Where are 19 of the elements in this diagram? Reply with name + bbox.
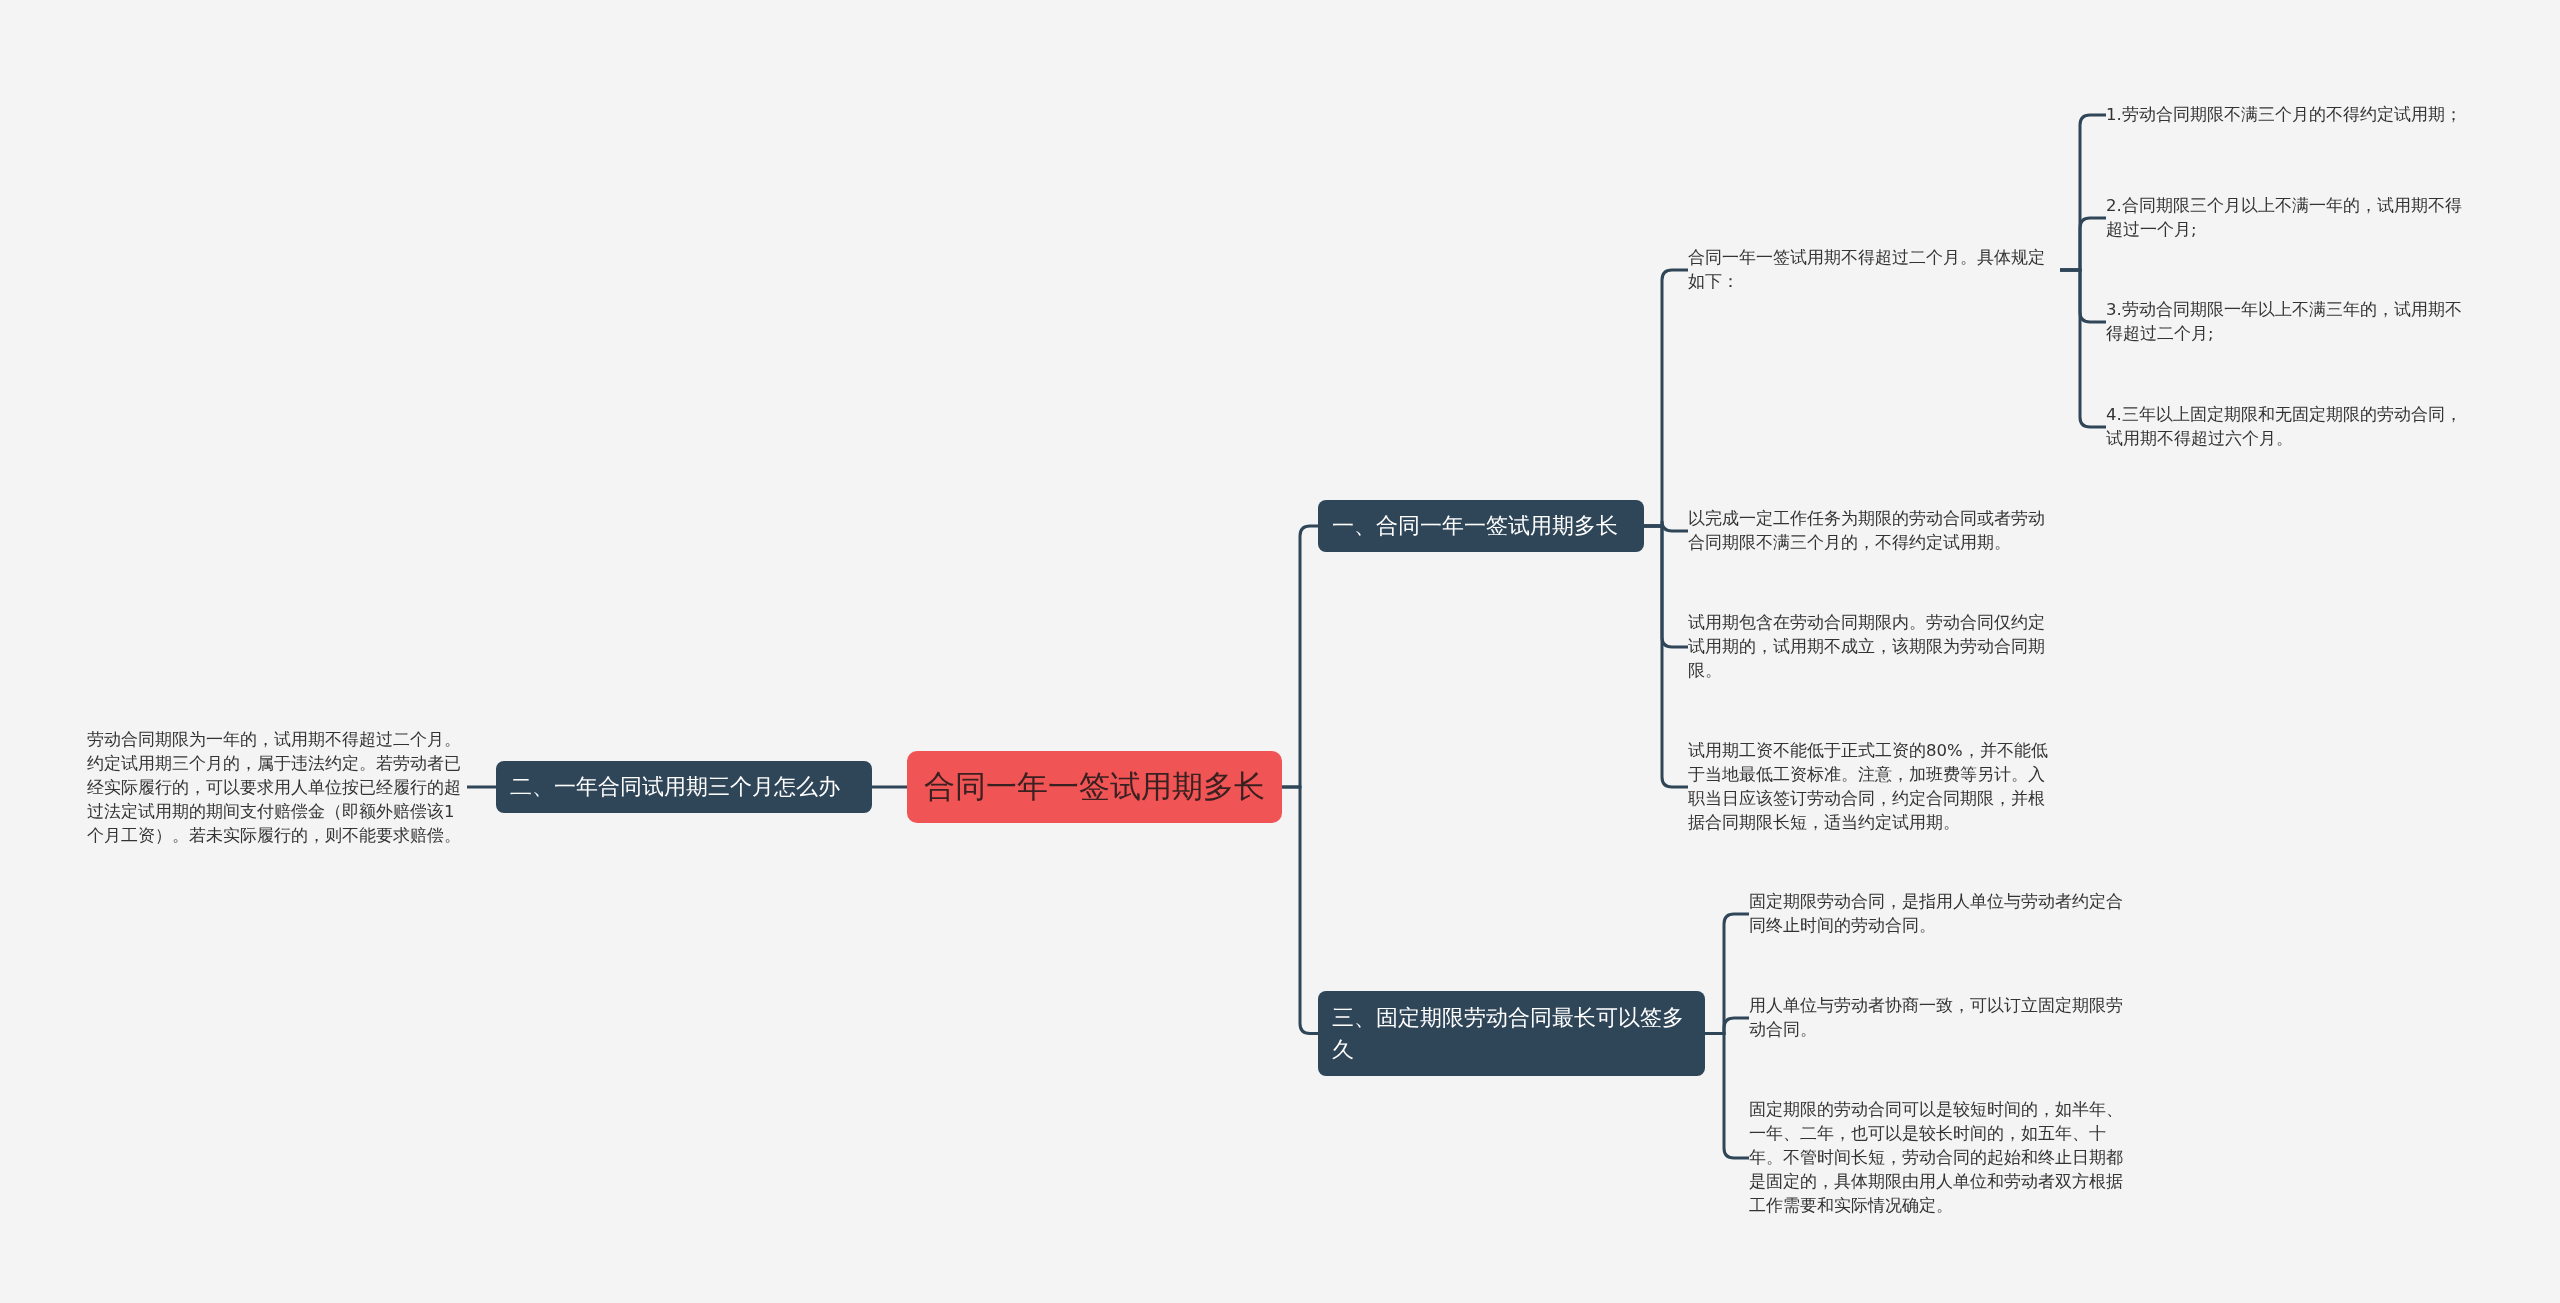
topic-text: 试用期工资不能低于正式工资的80%，并不能低于当地最低工资标准。注意，加班费等另计。入职当日应该签订劳动合同，约定合同期限，并根据合同期限长短，适当约定试用期。 <box>1688 737 2060 837</box>
connector-line <box>467 785 496 789</box>
topic-box: 三、固定期限劳动合同最长可以签多久 <box>1318 991 1705 1076</box>
topic-text: 固定期限劳动合同，是指用人单位与劳动者约定合同终止时间的劳动合同。 <box>1749 888 2125 940</box>
topic-text: 2.合同期限三个月以上不满一年的，试用期不得超过一个月; <box>2106 190 2478 246</box>
topic-box: 二、一年合同试用期三个月怎么办 <box>496 761 872 813</box>
topic-text: 3.劳动合同期限一年以上不满三年的，试用期不得超过二个月; <box>2106 294 2478 350</box>
topic-text: 用人单位与劳动者协商一致，可以订立固定期限劳动合同。 <box>1749 992 2125 1044</box>
topic-text: 1.劳动合同期限不满三个月的不得约定试用期； <box>2106 87 2478 143</box>
topic-text: 以完成一定工作任务为期限的劳动合同或者劳动合同期限不满三个月的，不得约定试用期。 <box>1688 505 2060 557</box>
connector-line <box>872 785 907 789</box>
connector-line <box>1282 785 1318 1035</box>
topic-text: 试用期包含在劳动合同期限内。劳动合同仅约定试用期的，试用期不成立，该期限为劳动合同期限。 <box>1688 609 2060 685</box>
topic-text: 劳动合同期限为一年的，试用期不得超过二个月。约定试用期三个月的，属于违法约定。若劳动者已经实际履行的，可以要求用人单位按已经履行的超过法定试用期的期间支付赔偿金（即额外赔偿该1个月工资）。若未实际履行的，则不能要求赔偿。 <box>87 714 467 862</box>
topic-text: 合同一年一签试用期不得超过二个月。具体规定如下： <box>1688 242 2060 298</box>
root-topic-box: 合同一年一签试用期多长 <box>907 751 1282 823</box>
topic-text: 4.三年以上固定期限和无固定期限的劳动合同，试用期不得超过六个月。 <box>2106 399 2478 455</box>
topic-text: 固定期限的劳动合同可以是较短时间的，如半年、一年、二年，也可以是较长时间的，如五年、十年。不管时间长短，劳动合同的起始和终止日期都是固定的，具体期限由用人单位和劳动者双方根据工作需要和实际情况确定。 <box>1749 1096 2125 1220</box>
topic-box: 一、合同一年一签试用期多长 <box>1318 500 1644 552</box>
